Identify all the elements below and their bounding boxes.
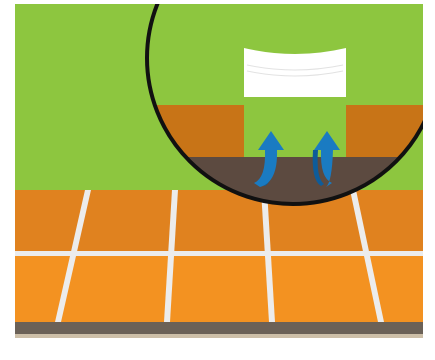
pebble	[28, 344, 32, 347]
pebble	[50, 349, 60, 355]
pebble	[242, 346, 254, 354]
pebble	[334, 352, 360, 360]
wall-base-ledge	[15, 322, 423, 334]
zoomed-joint-cap	[244, 48, 346, 97]
pebble	[339, 342, 347, 348]
wall-tiles-lower-row	[15, 256, 423, 322]
tiled-wall	[15, 190, 423, 322]
pebble	[161, 345, 169, 351]
gravel-ground	[15, 334, 423, 360]
pebble	[394, 340, 402, 346]
pebble	[278, 347, 296, 359]
pebble	[400, 354, 406, 358]
gravel-pebbles	[28, 340, 406, 360]
pebble	[202, 355, 208, 359]
pebble	[117, 353, 123, 357]
